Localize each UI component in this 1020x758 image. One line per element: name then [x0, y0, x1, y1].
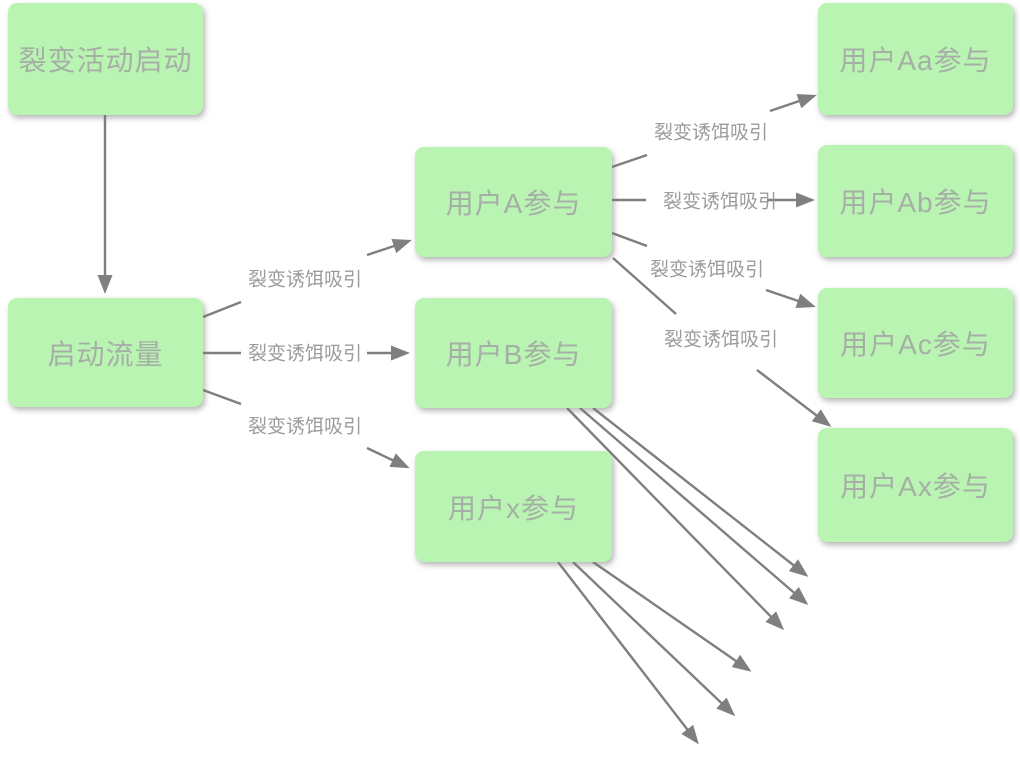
- edge-arrow: [592, 561, 752, 672]
- edge-line: [611, 153, 648, 169]
- edge-arrow: [566, 407, 785, 631]
- edge-label-user-a-to-ac: 裂变诱饵吸引: [649, 259, 765, 281]
- edge-label-user-a-to-ax: 裂变诱饵吸引: [663, 329, 779, 351]
- node-user-ab[interactable]: 用户Ab参与: [818, 145, 1013, 257]
- node-launch-traffic[interactable]: 启动流量: [8, 298, 203, 407]
- node-user-ac[interactable]: 用户Ac参与: [818, 288, 1013, 398]
- edge-label-traffic-to-user-b: 裂变诱饵吸引: [247, 343, 363, 365]
- edge-arrow: [366, 238, 412, 257]
- edge-arrow: [765, 288, 816, 308]
- edge-line: [612, 257, 677, 315]
- node-label: 用户Aa参与: [839, 45, 992, 76]
- edge-arrow: [366, 446, 410, 469]
- node-label: 用户Ax参与: [840, 471, 991, 502]
- edge-arrow: [769, 94, 817, 113]
- edge-arrow: [592, 407, 809, 577]
- edge-line: [202, 300, 242, 319]
- node-label: 用户x参与: [447, 492, 579, 524]
- node-user-b[interactable]: 用户B参与: [415, 298, 612, 408]
- edge-arrow: [557, 561, 699, 745]
- edge-line: [611, 231, 648, 248]
- node-label: 用户Ac参与: [840, 329, 991, 360]
- node-label: 用户Ab参与: [839, 187, 992, 218]
- edge-label-traffic-to-user-a: 裂变诱饵吸引: [247, 269, 363, 291]
- node-label: 裂变活动启动: [18, 45, 193, 76]
- node-user-aa[interactable]: 用户Aa参与: [818, 3, 1013, 115]
- node-user-x[interactable]: 用户x参与: [415, 451, 612, 562]
- edge-label-user-a-to-ab: 裂变诱饵吸引: [662, 191, 778, 213]
- edge-line: [202, 388, 242, 406]
- edge-arrow: [579, 407, 809, 605]
- node-fission-activity-launch[interactable]: 裂变活动启动: [8, 3, 203, 115]
- edge-arrow: [572, 561, 736, 717]
- node-user-a[interactable]: 用户A参与: [415, 147, 612, 257]
- node-label: 用户A参与: [445, 188, 582, 219]
- edge-label-traffic-to-user-x: 裂变诱饵吸引: [247, 416, 363, 438]
- node-label: 启动流量: [47, 338, 164, 370]
- node-user-ax[interactable]: 用户Ax参与: [818, 428, 1013, 542]
- node-label: 用户B参与: [445, 339, 582, 370]
- edge-arrow: [756, 369, 832, 427]
- edge-label-user-a-to-aa: 裂变诱饵吸引: [653, 122, 769, 144]
